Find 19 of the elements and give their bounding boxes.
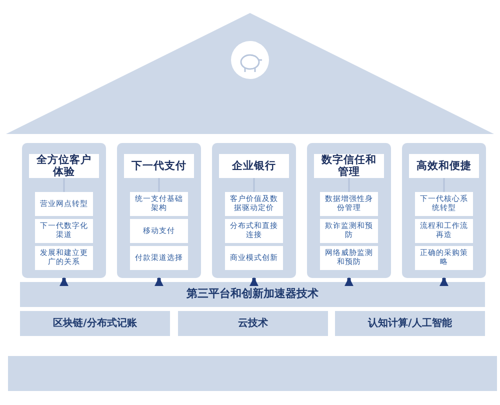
heading-box: 企业银行 [219,154,289,178]
pillar-panel [402,143,486,278]
heading-box: 全方位客户体验 [29,154,99,178]
technology-box: 云技术 [178,311,328,336]
technology-box: 认知计算/人工智能 [335,311,485,336]
arrow [439,277,449,286]
heading-box: 下一代支付 [124,154,194,178]
pillar-panel [212,143,296,278]
pillar-panel [22,143,106,278]
platform-bar: 第三平台和创新加速器技术 [20,282,485,307]
arrow [249,277,259,286]
heading-box: 高效和便捷 [409,154,479,178]
pillar-panel [117,143,201,278]
technology-box: 区块链/分布式记账 [20,311,170,336]
arrow [59,277,69,286]
arrow [154,277,164,286]
arrow [344,277,354,286]
heading-box: 数字信任和管理 [314,154,384,178]
pillar-panel [307,143,391,278]
